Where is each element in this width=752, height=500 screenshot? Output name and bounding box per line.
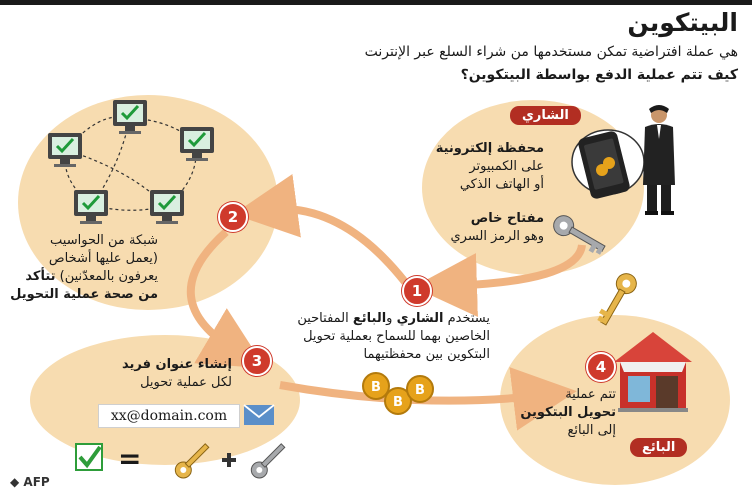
wallet-line1: على الكمبيوتر [469,159,544,174]
step4-text: تتم عملية تحويل البتكوين إلى البائع [506,386,616,440]
network-line1: شبكة من الحواسيب [50,233,158,248]
checkmark-icon [75,443,103,471]
email-address: xx@domain.com [98,404,240,428]
subtitle: هي عملة افتراضية تمكن مستخدمها من شراء ا… [364,44,738,60]
gold-key-icon [597,273,637,326]
gold-key-icon [174,443,210,479]
wallet-title: محفظة إلكترونية [435,141,544,156]
step3-title: إنشاء عنوان فريد [121,357,232,372]
step1-text: يستخدم الشاري والبائع المفتاحين الخاصين … [290,310,490,364]
afp-credit: ◆ AFP [10,475,50,489]
step3-line: لكل عملية تحويل [140,375,232,390]
key-title: مفتاح خاص [470,211,544,226]
bitcoin-coins-icon: B B B [362,372,434,415]
question-heading: كيف تتم عملية الدفع بواسطة البيتكوين؟ [460,67,738,83]
step-3-number: 3 [242,346,272,376]
silver-key-icon [250,443,286,479]
step3-text: إنشاء عنوان فريد لكل عملية تحويل [82,356,232,392]
page-title: البيتكوين [627,8,738,37]
step4-line1: تتم عملية [565,387,616,402]
key-line: وهو الرمز السري [450,229,544,244]
silver-key-icon [553,215,606,255]
plus-icon [222,453,236,467]
wallet-line2: أو الهاتف الذكي [459,177,544,192]
buyer-wallet-text: محفظة إلكترونية على الكمبيوتر أو الهاتف … [404,140,544,194]
buyer-badge: الشاري [510,106,581,125]
arrow-step2-to-step3 [186,229,266,369]
arrow-wallet-to-step1 [413,244,586,318]
computer-icon [113,100,147,134]
arrow-step1-to-step2 [233,174,409,285]
step1-line1: يستخدم الشاري والبائع المفتاحين [297,311,490,326]
step-2-number: 2 [218,202,248,232]
buyer-key-text: مفتاح خاص وهو الرمز السري [404,210,544,246]
step4-line3: إلى البائع [567,423,616,438]
step4-line2: تحويل البتكوين [520,405,616,420]
step1-line2: الخاصين بهما للسماح بعملية تحويل [303,329,490,344]
envelope-icon [243,404,275,425]
seller-badge: البائع [630,438,688,457]
equals-sign: = [118,442,142,475]
buyer-person-icon [643,105,675,215]
computer-icon [74,190,108,224]
step-4-number: 4 [586,352,616,382]
shop-icon [614,332,692,412]
network-line4: من صحة عملية التحويل [10,287,158,302]
top-rule [0,0,752,5]
step-1-number: 1 [402,276,432,306]
computer-icon [150,190,184,224]
svg-text:B: B [393,395,403,410]
step1-line3: البتكوين بين محفظتيهما [363,347,490,362]
network-line3: يعرفون بالمعدّنين) تتأكد [25,269,158,284]
svg-text:B: B [415,383,425,398]
smartphone-wallet-icon [571,129,645,199]
computer-icon [48,133,82,167]
computer-icon [180,127,214,161]
network-line2: (يعمل عليها أشخاص [48,251,158,266]
svg-text:B: B [371,380,381,395]
network-text: شبكة من الحواسيب (يعمل عليها أشخاص يعرفو… [8,232,158,304]
